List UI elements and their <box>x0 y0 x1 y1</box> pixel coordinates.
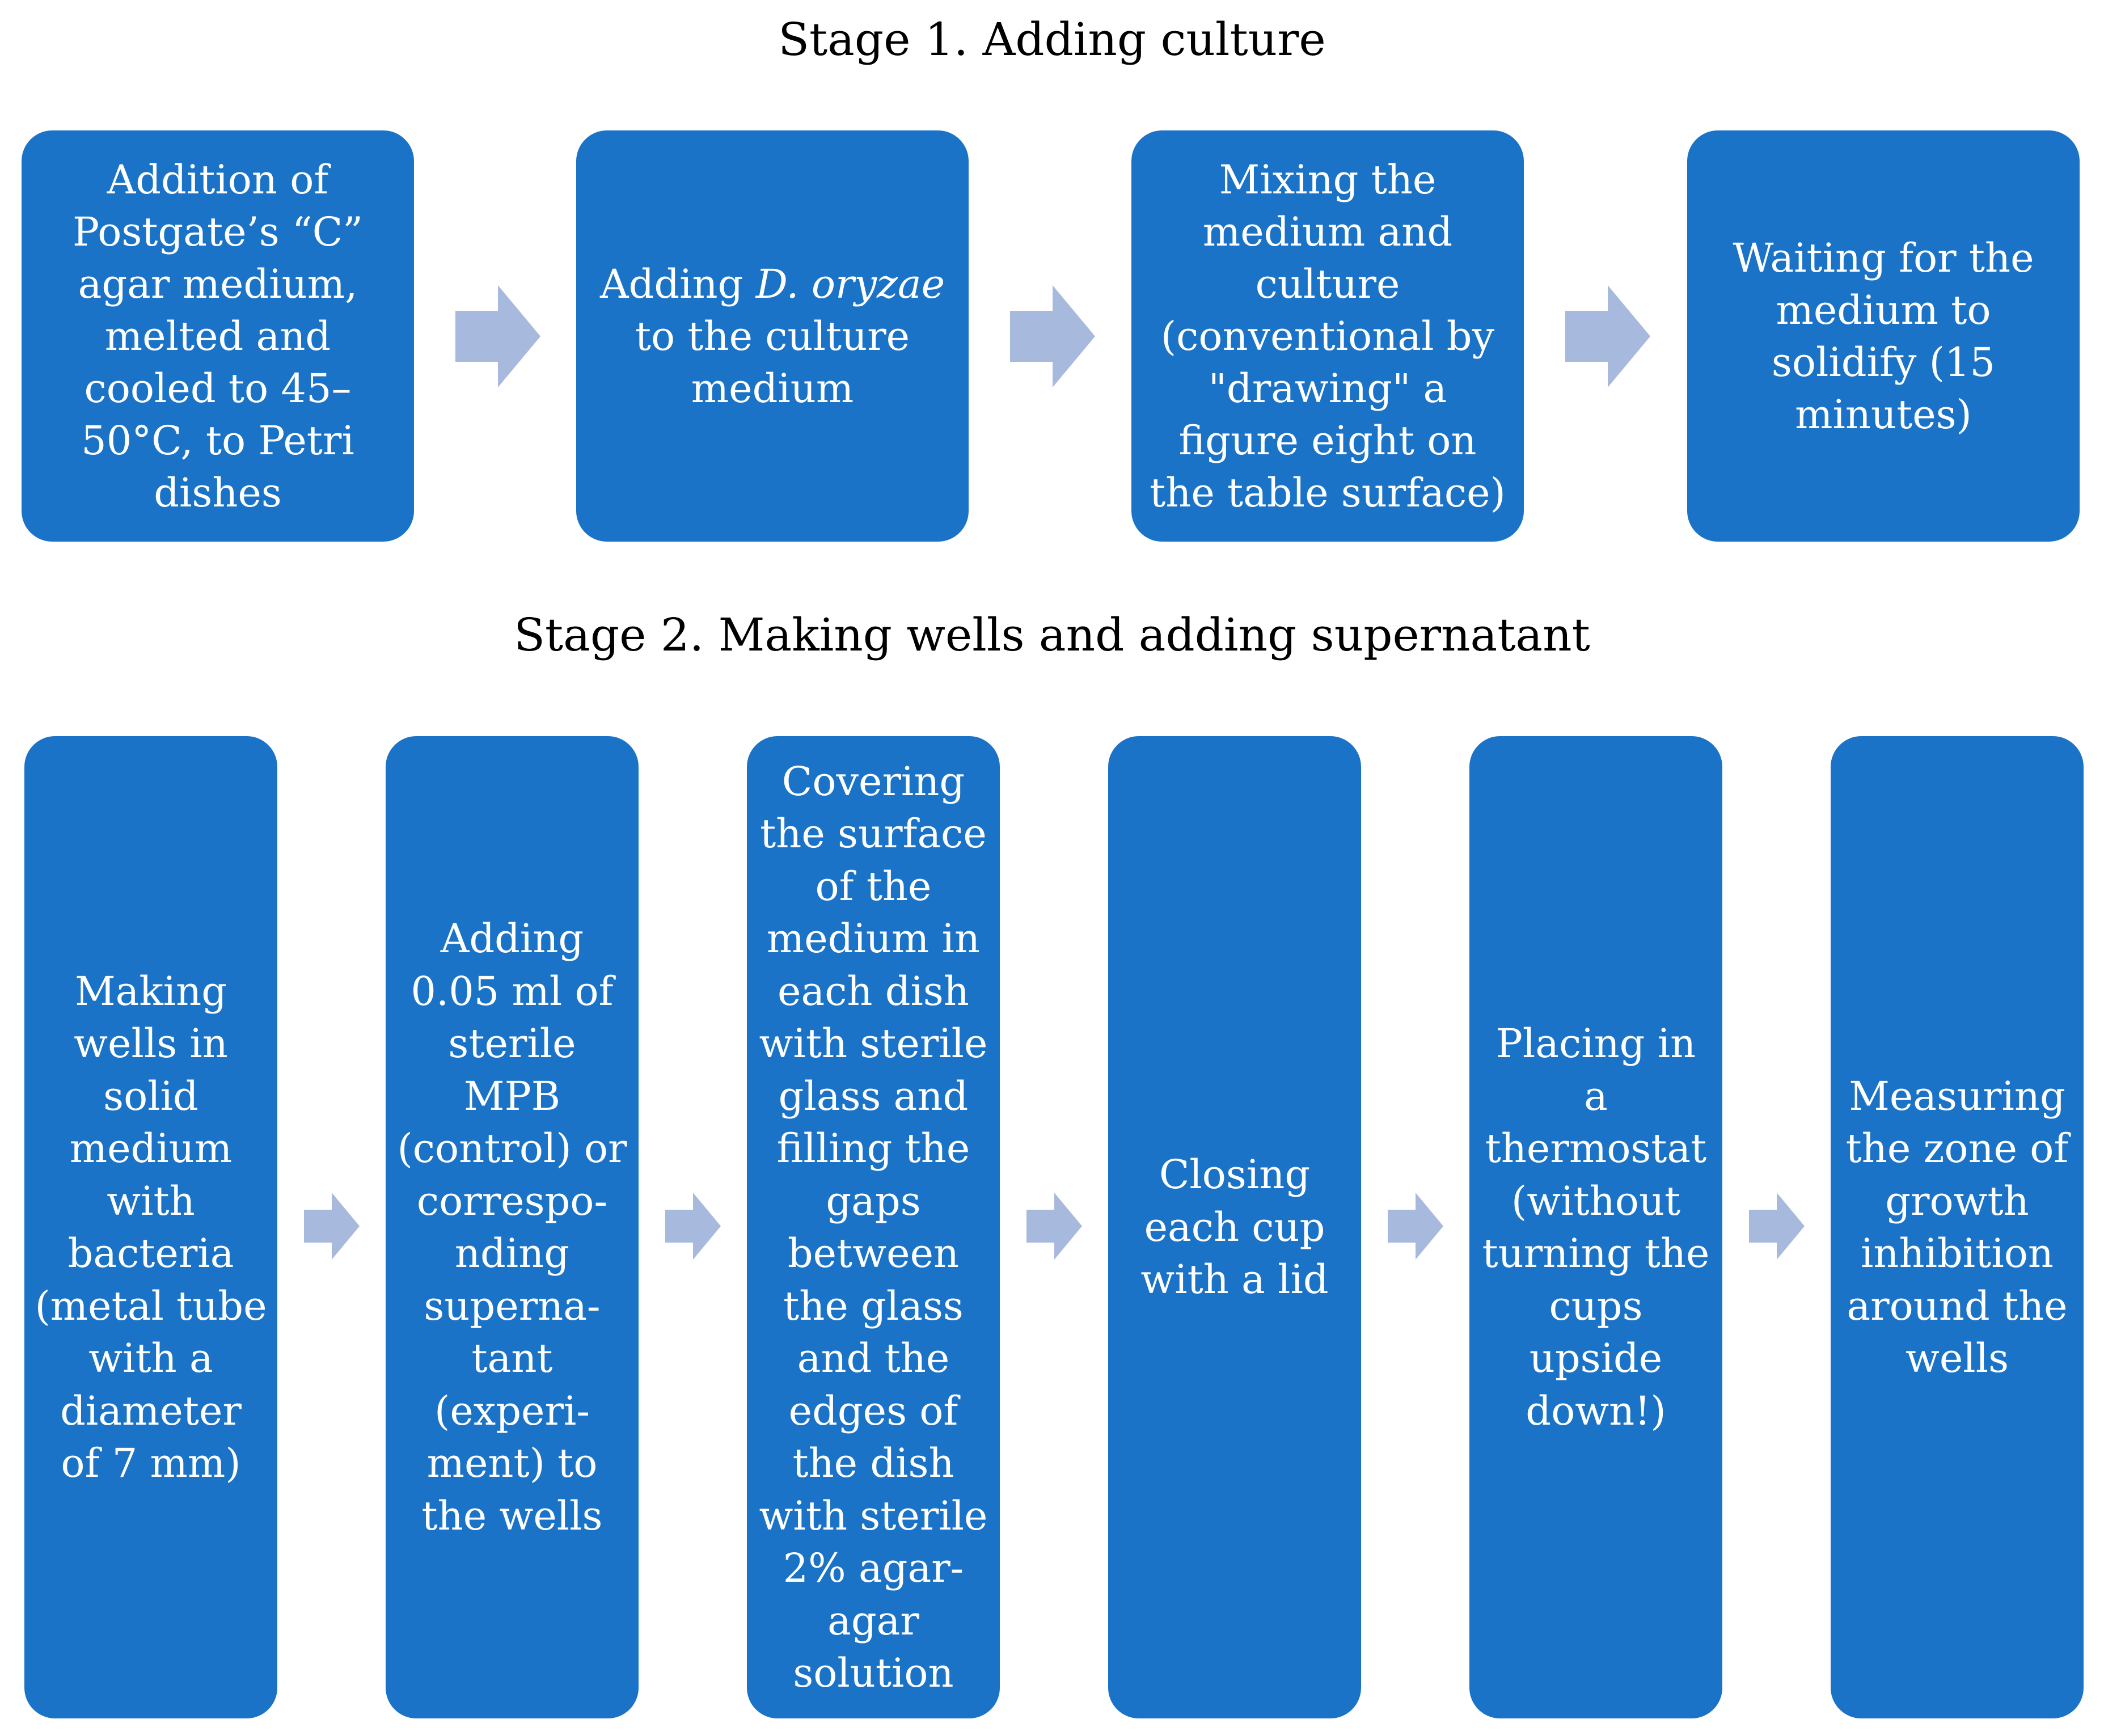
right-arrow-icon <box>1749 1193 1805 1260</box>
right-arrow-icon <box>665 1193 721 1260</box>
stage-2-step-2: Adding 0.05 ml of sterile MPB (control) … <box>386 736 639 1718</box>
stage-1-step-2-text: Adding D. oryzae to the culture medium <box>600 258 945 415</box>
stage-2-step-4: Closing each cup with a lid <box>1108 736 1361 1718</box>
stage-1-step-2-text-before: Adding <box>599 260 756 307</box>
stage-1-step-4-text: Waiting for the medium to solidify (15 m… <box>1733 234 2034 438</box>
stage-2-step-1-text: Making wells in solid medium with bacter… <box>35 968 267 1487</box>
stage-1-title: Stage 1. Adding culture <box>778 13 1326 66</box>
stage-2-step-5-text: Placing in a thermostat (without turning… <box>1482 1020 1710 1434</box>
right-arrow-icon <box>304 1193 360 1260</box>
stage-1-step-3-text: Mixing the medium and culture (conventio… <box>1150 156 1506 516</box>
right-arrow-icon <box>455 285 540 387</box>
stage-2-step-3: Covering the surface of the medium in ea… <box>747 736 1000 1718</box>
stage-2-title: Stage 2. Making wells and adding superna… <box>514 609 1590 661</box>
stage-1-step-3: Mixing the medium and culture (conventio… <box>1131 130 1524 542</box>
stage-2-step-6-text: Measuring the zone of growth inhibition … <box>1845 1072 2069 1382</box>
stage-1-step-2-text-after: to the culture medium <box>635 312 910 412</box>
stage-2-step-6: Measuring the zone of growth inhibition … <box>1831 736 2084 1718</box>
stage-2-step-1: Making wells in solid medium with bacter… <box>24 736 277 1718</box>
stage-2-step-4-text: Closing each cup with a lid <box>1140 1151 1329 1303</box>
right-arrow-icon <box>1388 1193 1443 1260</box>
stage-2-step-3-text: Covering the surface of the medium in ea… <box>759 758 988 1697</box>
stage-1-step-4: Waiting for the medium to solidify (15 m… <box>1687 130 2080 542</box>
stage-1-step-1: Addition of Postgate’s “C” agar medium, … <box>22 130 414 542</box>
stage-2-step-2-text: Adding 0.05 ml of sterile MPB (control) … <box>397 915 627 1539</box>
stage-1-step-1-text: Addition of Postgate’s “C” agar medium, … <box>72 156 364 516</box>
stage-2-step-5: Placing in a thermostat (without turning… <box>1469 736 1722 1718</box>
right-arrow-icon <box>1010 285 1095 387</box>
species-name: D. oryzae <box>755 260 945 307</box>
right-arrow-icon <box>1026 1193 1082 1260</box>
stage-1-step-2: Adding D. oryzae to the culture medium <box>576 130 969 542</box>
right-arrow-icon <box>1565 285 1650 387</box>
